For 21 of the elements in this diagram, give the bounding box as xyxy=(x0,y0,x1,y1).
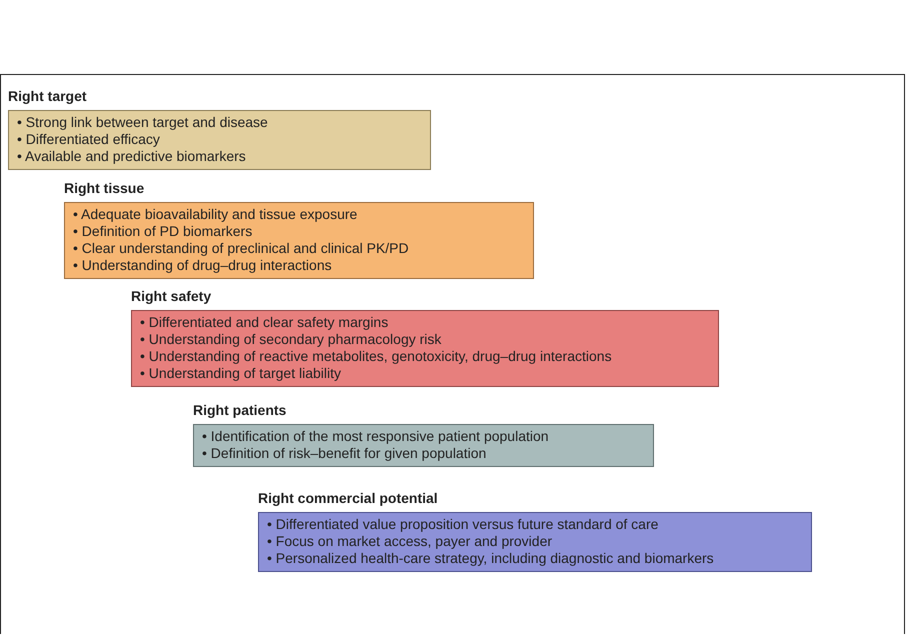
bullet-item: • Personalized health-care strategy, including diagnostic and biomarkers xyxy=(267,550,715,567)
bullet-item: • Definition of PD biomarkers xyxy=(73,223,254,240)
bullet-item: • Adequate bioavailability and tissue exposure xyxy=(73,206,358,223)
bullet-item: • Differentiated and clear safety margins xyxy=(140,314,390,331)
bullet-item: • Strong link between target and disease xyxy=(17,114,269,131)
section-heading: Right safety xyxy=(131,288,212,304)
bullet-item: • Focus on market access, payer and provider xyxy=(267,533,554,550)
bullet-item: • Identification of the most responsive patient population xyxy=(202,428,550,445)
section-heading: Right target xyxy=(8,88,87,104)
bullet-item: • Understanding of secondary pharmacology risk xyxy=(140,331,442,348)
bullet-item: • Understanding of target liability xyxy=(140,365,342,382)
bullet-item: • Clear understanding of preclinical and clinical PK/PD xyxy=(73,240,410,257)
bullet-item: • Differentiated value proposition versus future standard of care xyxy=(267,516,660,533)
bullet-item: • Available and predictive biomarkers xyxy=(17,148,247,165)
section-heading: Right patients xyxy=(193,402,286,418)
bullet-item: • Differentiated efficacy xyxy=(17,131,161,148)
bullet-item: • Understanding of drug–drug interactions xyxy=(73,257,333,274)
section-heading: Right tissue xyxy=(64,180,144,196)
bullet-item: • Understanding of reactive metabolites, genotoxicity, drug–drug interactions xyxy=(140,348,613,365)
bullet-item: • Definition of risk–benefit for given population xyxy=(202,445,488,462)
section-heading: Right commercial potential xyxy=(258,490,438,506)
